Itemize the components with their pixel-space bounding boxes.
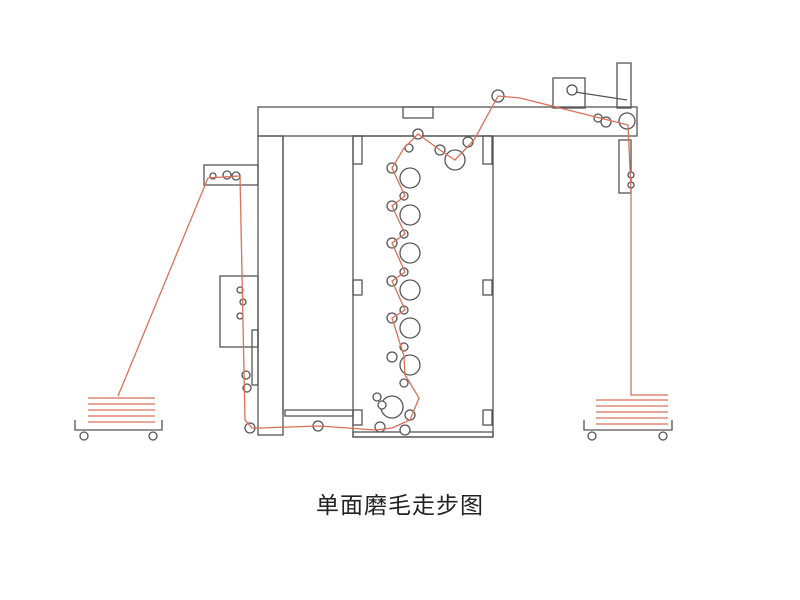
diagram-caption: 单面磨毛走步图 (316, 493, 484, 519)
roller (241, 370, 251, 380)
roller (399, 354, 421, 376)
machine-frame (203, 62, 638, 438)
right-fabric-cart (583, 399, 673, 441)
fabric-path (117, 95, 668, 431)
roller (399, 242, 421, 264)
roller (566, 84, 578, 96)
roller (399, 317, 421, 339)
roller (404, 143, 414, 153)
roller (399, 279, 421, 301)
roller (618, 112, 636, 130)
left-fabric-cart (74, 397, 163, 441)
roller (377, 400, 387, 410)
roller (236, 312, 244, 320)
roller (399, 378, 409, 388)
roller (372, 392, 382, 402)
roller (386, 351, 398, 363)
roller (236, 286, 244, 294)
roller (374, 421, 386, 433)
roller (399, 167, 421, 189)
roller (399, 204, 421, 226)
roller (399, 424, 411, 436)
roller (222, 170, 232, 180)
rollers (209, 84, 636, 436)
